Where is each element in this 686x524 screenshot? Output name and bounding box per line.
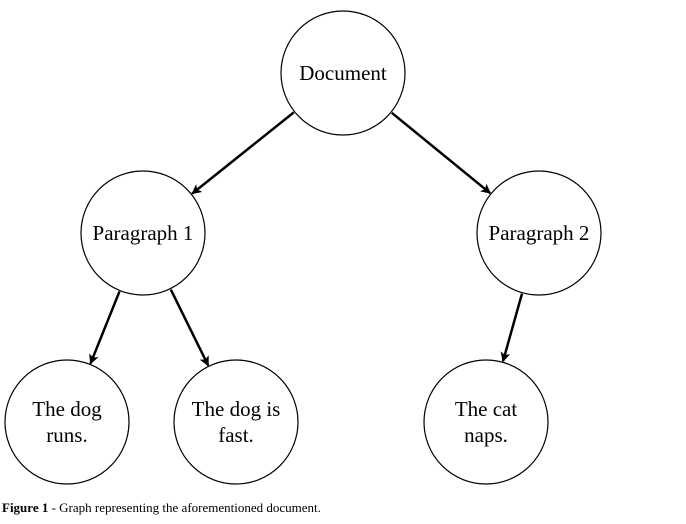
node-label: fast. — [218, 423, 254, 447]
figure-caption-text: - Graph representing the aforementioned … — [48, 500, 321, 515]
edge-paragraph-1-to-sentence-2 — [169, 288, 210, 367]
edge-document-to-paragraph-2 — [391, 111, 491, 195]
node-paragraph-2: Paragraph 2 — [476, 170, 602, 296]
edge-paragraph-1-to-sentence-1 — [89, 290, 121, 365]
figure-caption-label: Figure 1 — [2, 500, 49, 515]
node-label: runs. — [46, 423, 87, 447]
node-circle — [280, 10, 406, 136]
node-label: The cat — [455, 397, 518, 421]
node-circle — [4, 359, 130, 485]
edges-layer — [89, 111, 524, 367]
node-paragraph-1: Paragraph 1 — [80, 170, 206, 296]
node-label: Paragraph 2 — [489, 221, 590, 245]
node-label: Document — [299, 61, 387, 85]
figure-caption: Figure 1 - Graph representing the aforem… — [2, 500, 321, 516]
edge-document-to-paragraph-1 — [191, 111, 295, 195]
node-document: Document — [280, 10, 406, 136]
node-circle — [80, 170, 206, 296]
node-circle — [173, 359, 299, 485]
node-label: The dog is — [192, 397, 281, 421]
node-label: naps. — [464, 423, 508, 447]
edge-paragraph-2-to-sentence-3 — [500, 293, 524, 363]
node-label: The dog — [32, 397, 102, 421]
node-label: Paragraph 1 — [93, 221, 194, 245]
node-circle — [476, 170, 602, 296]
node-circle — [423, 359, 549, 485]
